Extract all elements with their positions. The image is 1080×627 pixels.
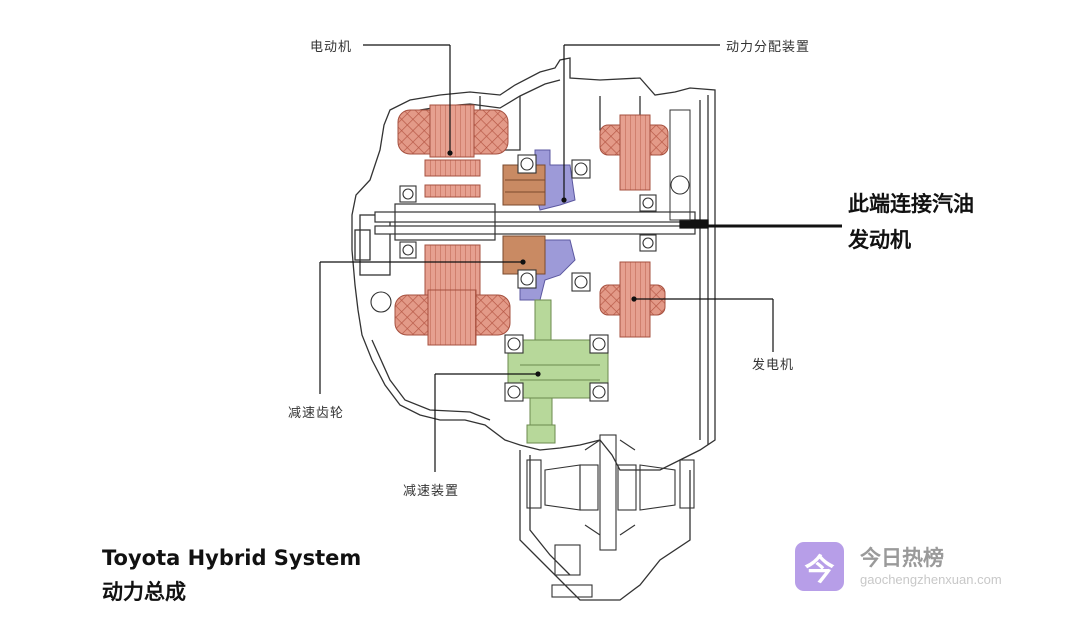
diagram-title: Toyota Hybrid System 动力总成 [102, 542, 361, 610]
label-reduction-device: 减速装置 [403, 484, 460, 499]
motor-stator-lower [427, 289, 477, 346]
label-motor: 电动机 [310, 40, 353, 55]
housing-outline [351, 57, 716, 601]
leader-lines [319, 44, 842, 472]
label-generator: 发电机 [752, 358, 795, 373]
watermark-logo-icon: 今 [795, 542, 844, 591]
sun-gear-lower [502, 235, 546, 275]
watermark-url: gaochengzhenxuan.com [860, 571, 1002, 587]
engine-side-line2: 发动机 [848, 228, 911, 252]
motor-rotor-lower [424, 244, 481, 296]
motor-assembly [394, 104, 511, 346]
reduction-device [507, 299, 609, 444]
title-line2: 动力总成 [102, 580, 186, 604]
engine-side-line1: 此端连接汽油 [848, 192, 974, 216]
label-reduction-gear: 减速齿轮 [288, 406, 345, 421]
main-shaft [374, 203, 709, 241]
motor-rotor-upper2 [424, 184, 481, 198]
differential [526, 434, 695, 598]
engine-side-callout: 此端连接汽油 发动机 [848, 186, 974, 258]
generator-assembly [599, 109, 691, 338]
watermark: 今 今日热榜 gaochengzhenxuan.com [795, 542, 1002, 591]
bearings [370, 154, 657, 402]
label-power-split-device: 动力分配装置 [726, 40, 811, 55]
motor-stator-upper [429, 104, 475, 158]
watermark-name: 今日热榜 [860, 545, 944, 570]
motor-rotor-upper [424, 159, 481, 177]
title-line1: Toyota Hybrid System [102, 546, 362, 570]
